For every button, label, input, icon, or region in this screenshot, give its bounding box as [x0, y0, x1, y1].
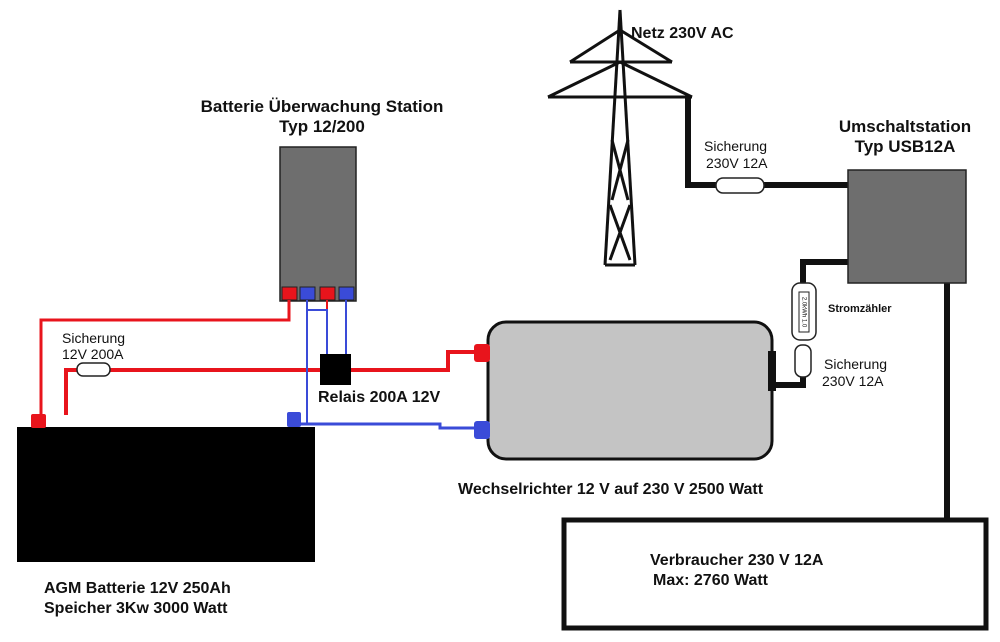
inverter-ac-output [768, 351, 776, 391]
agm-battery [17, 427, 315, 562]
inverter-terminal-minus [474, 421, 490, 439]
consumer-label-2: Max: 2760 Watt [653, 572, 768, 589]
switch-station-subtitle: Typ USB12A [854, 137, 956, 156]
battery-terminal-plus [31, 414, 46, 428]
battery-label-2: Speicher 3Kw 3000 Watt [44, 600, 228, 617]
ac-cable [685, 97, 950, 520]
fuse-ac-top [715, 177, 765, 194]
fuse-dc [76, 362, 111, 377]
switch-station-title: Umschaltstation [838, 117, 972, 136]
switch-station [847, 169, 967, 284]
relay [320, 354, 351, 385]
monitor-terminal-minus-1 [299, 286, 316, 301]
fuse-ac-top-label-1: Sicherung [704, 138, 768, 154]
monitor-terminal-plus-1 [281, 286, 298, 301]
fuse-dc-label-2: 12V 200A [62, 346, 124, 362]
consumer-label-1: Verbraucher 230 V 12A [650, 552, 824, 569]
fuse-dc-label-1: Sicherung [62, 330, 126, 346]
monitor-subtitle: Typ 12/200 [279, 117, 365, 136]
monitor-terminal-minus-2 [338, 286, 355, 301]
meter-label: Stromzähler [828, 303, 892, 315]
power-pylon-icon [547, 9, 693, 267]
grid-title: Netz 230V AC [631, 25, 734, 42]
consumer-load [561, 517, 989, 631]
inverter-terminal-plus [474, 344, 490, 362]
meter-device-text: 2.0kWh 1.0 [800, 297, 806, 328]
inverter-label: Wechselrichter 12 V auf 230 V 2500 Watt [458, 481, 764, 498]
battery-label-1: AGM Batterie 12V 250Ah [44, 580, 231, 597]
battery-terminal-minus [287, 412, 301, 427]
fuse-ac-top-label-2: 230V 12A [706, 155, 768, 171]
monitor-title: Batterie Überwachung Station [200, 97, 444, 116]
fuse-ac-bottom-label-2: 230V 12A [822, 373, 884, 389]
battery-monitor-station [279, 146, 357, 302]
monitor-terminal-plus-2 [319, 286, 336, 301]
fuse-ac-bottom-label-1: Sicherung [824, 356, 888, 372]
fuse-ac-bottom [794, 344, 812, 378]
inverter [486, 320, 774, 461]
relay-label: Relais 200A 12V [318, 389, 441, 406]
meter-display [798, 291, 810, 333]
